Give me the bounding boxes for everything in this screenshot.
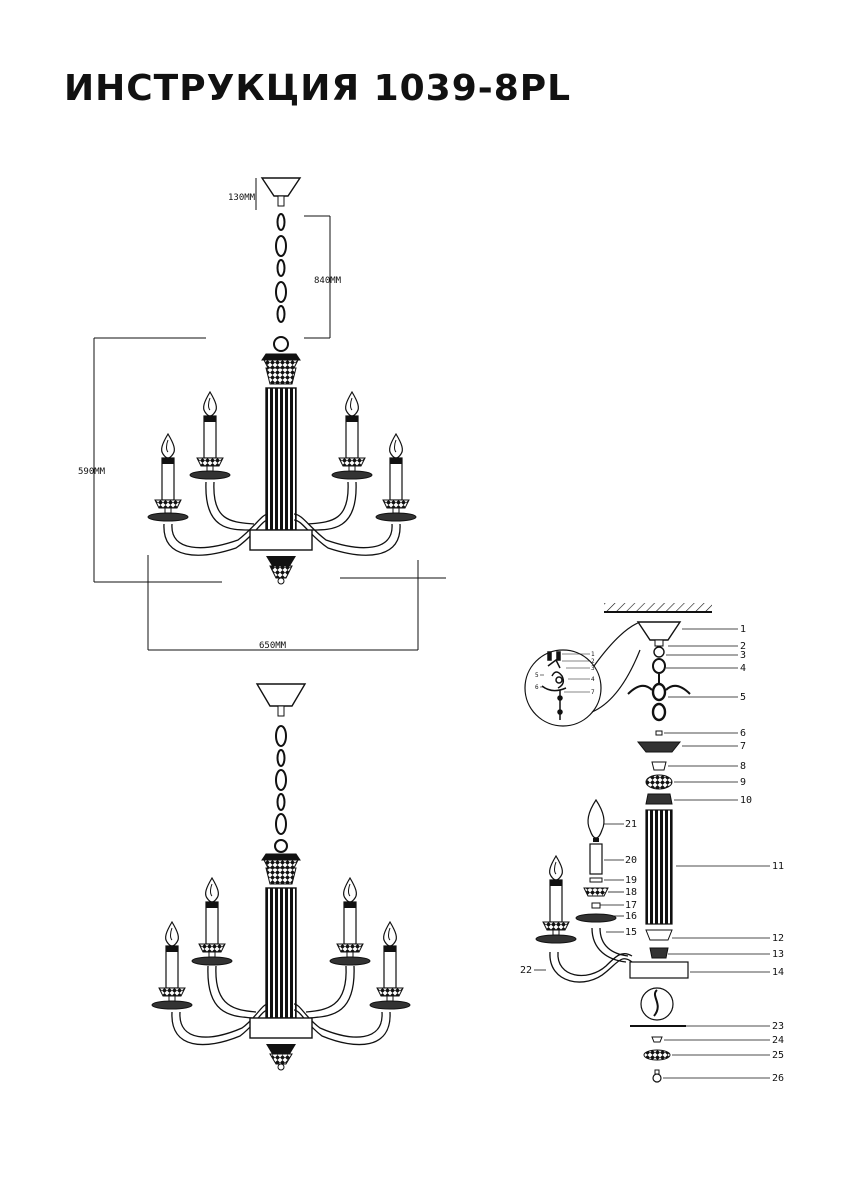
part-label: 24 <box>772 1035 784 1046</box>
detail-number-labels: 1 2 3 4 5 6 7 <box>535 651 595 696</box>
dimension-canopy-height: 130MM <box>228 193 256 203</box>
dimension-body-height: 590MM <box>78 467 106 477</box>
part-label: 6 <box>740 728 746 739</box>
part-label: 23 <box>772 1021 784 1032</box>
part-label: 7 <box>740 741 746 752</box>
part-label: 21 <box>625 819 637 830</box>
part-label: 10 <box>740 795 752 806</box>
part-label: 26 <box>772 1073 784 1084</box>
part-label: 5 <box>740 692 746 703</box>
detail-label: 6 <box>535 684 539 691</box>
part-label: 22 <box>520 965 532 976</box>
part-label: 9 <box>740 777 746 788</box>
part-label: 19 <box>625 875 637 886</box>
detail-label: 2 <box>591 658 595 665</box>
part-label: 11 <box>772 861 784 872</box>
part-label: 25 <box>772 1050 784 1061</box>
detail-label: 1 <box>591 651 595 658</box>
detail-label: 3 <box>591 665 595 672</box>
part-label: 13 <box>772 949 784 960</box>
part-number-labels: 1 2 3 4 5 6 7 8 9 10 11 12 13 14 15 16 1… <box>520 624 784 1084</box>
part-label: 16 <box>625 911 637 922</box>
exploded-parts-view <box>524 603 770 1083</box>
part-label: 17 <box>625 900 637 911</box>
dimension-lines <box>93 178 446 651</box>
page-title: ИНСТРУКЦИЯ 1039-8PL <box>64 68 572 109</box>
detail-label: 7 <box>591 689 595 696</box>
dimension-chain-length: 840MM <box>314 276 342 286</box>
part-label: 1 <box>740 624 746 635</box>
part-label: 18 <box>625 887 637 898</box>
part-label: 15 <box>625 927 637 938</box>
part-label: 20 <box>625 855 637 866</box>
bottom-chandelier-view <box>151 683 411 1071</box>
part-label: 14 <box>772 967 784 978</box>
part-label: 2 <box>740 641 746 652</box>
detail-label: 4 <box>591 676 595 683</box>
part-label: 8 <box>740 761 746 772</box>
detail-label: 5 <box>535 672 539 679</box>
part-label: 12 <box>772 933 784 944</box>
part-label: 4 <box>740 663 746 674</box>
dimension-width: 650MM <box>259 641 287 651</box>
part-label: 3 <box>740 650 746 661</box>
top-chandelier-view <box>147 177 417 585</box>
